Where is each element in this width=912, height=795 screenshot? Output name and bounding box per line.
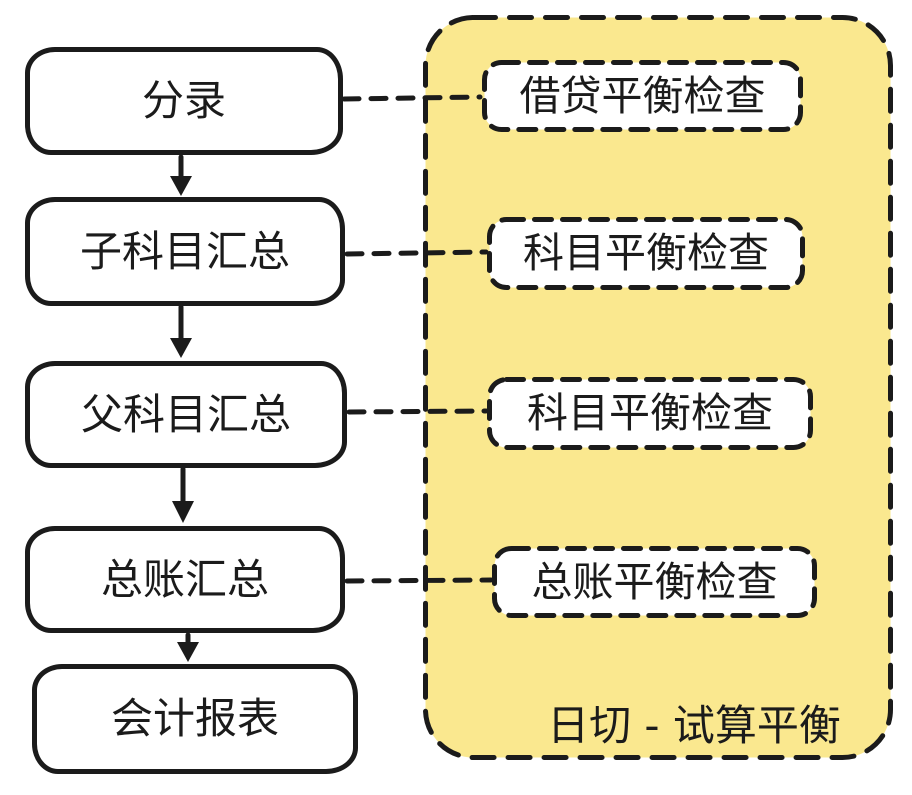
check-connector-3 [346,408,489,415]
flow-node-general-ledger-summary-label: 总账汇总 [100,554,269,604]
flow-arrow-2 [170,304,192,358]
check-node-box-2 [487,217,805,290]
flow-node-accounting-reports-label: 会计报表 [110,694,279,743]
flow-node-sub-account-summary: 子科目汇总 [25,197,345,306]
flow-arrow-3 [172,466,194,523]
flow-node-accounting-reports: 会计报表 [32,664,358,774]
flow-node-general-ledger-summary: 总账汇总 [25,526,345,633]
check-node-account-balance-1-label: 科目平衡检查 [523,229,769,277]
check-node-box-1 [482,60,803,132]
flow-node-parent-account-summary-label: 父科目汇总 [80,389,291,439]
trial-balance-panel-caption-text: 日切 - 试算平衡 [547,701,841,750]
flow-node-journal-entry-label: 分录 [141,76,226,125]
flow-node-sub-account-summary-label: 子科目汇总 [79,226,290,276]
check-node-box-4 [492,546,817,618]
check-node-account-balance-1: 科目平衡检查 [487,217,805,290]
check-node-debit-credit-balance: 借贷平衡检查 [482,60,803,132]
check-node-ledger-balance: 总账平衡检查 [492,546,817,618]
check-node-debit-credit-balance-label: 借贷平衡检查 [519,71,766,120]
check-node-account-balance-2-label: 科目平衡检查 [527,389,773,437]
check-connector-2 [344,249,489,257]
flow-node-parent-account-summary: 父科目汇总 [25,361,347,468]
check-connector-1 [341,94,483,102]
check-node-account-balance-2: 科目平衡检查 [487,377,813,450]
flow-arrow-4 [177,632,199,662]
check-node-ledger-balance-label: 总账平衡检查 [531,557,778,606]
trial-balance-panel-caption: 日切 - 试算平衡 [498,701,890,751]
flow-node-journal-entry: 分录 [25,47,343,155]
check-connector-4 [344,577,494,584]
check-node-box-3 [487,377,813,450]
flow-arrow-1 [170,154,192,196]
